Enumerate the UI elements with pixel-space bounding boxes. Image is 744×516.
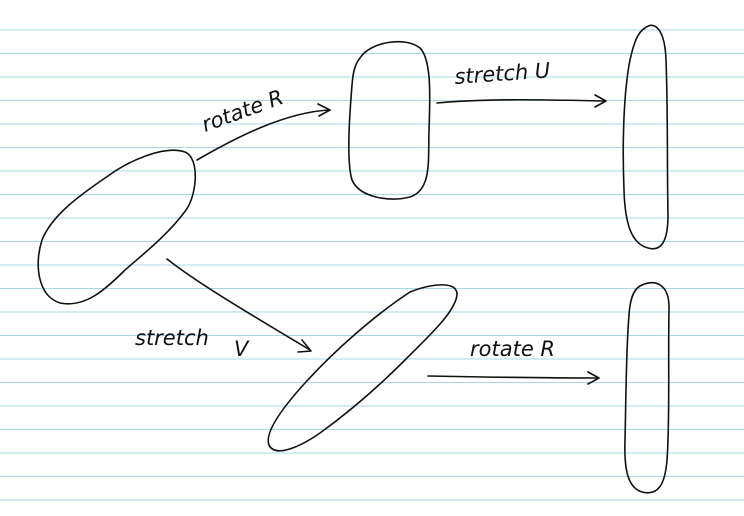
arrow-stretch-bottom-head <box>297 339 312 353</box>
arrow-rotate-bottom <box>427 375 599 379</box>
final-shape-top <box>622 24 669 250</box>
arrow-stretch-top <box>436 98 606 104</box>
label-stretch-bottom-symbol: V <box>234 337 250 361</box>
label-rotate-bottom: rotate R <box>470 337 555 361</box>
ruled-paper-lines <box>0 29 744 501</box>
arrow-rotate-top <box>196 109 331 161</box>
arrow-stretch-bottom <box>166 258 311 351</box>
arrow-stretch-top-head <box>594 94 607 108</box>
arrow-rotate-bottom-head <box>587 371 600 385</box>
stretched-shape <box>267 284 458 452</box>
final-shape-bottom <box>624 281 670 494</box>
label-stretch-top: stretch U <box>454 58 551 89</box>
original-shape <box>37 149 197 305</box>
arrow-rotate-top-head <box>317 103 331 117</box>
label-stretch-bottom: stretch <box>135 326 209 350</box>
rotated-shape <box>348 40 431 200</box>
label-rotate-top: rotate R <box>199 85 287 137</box>
